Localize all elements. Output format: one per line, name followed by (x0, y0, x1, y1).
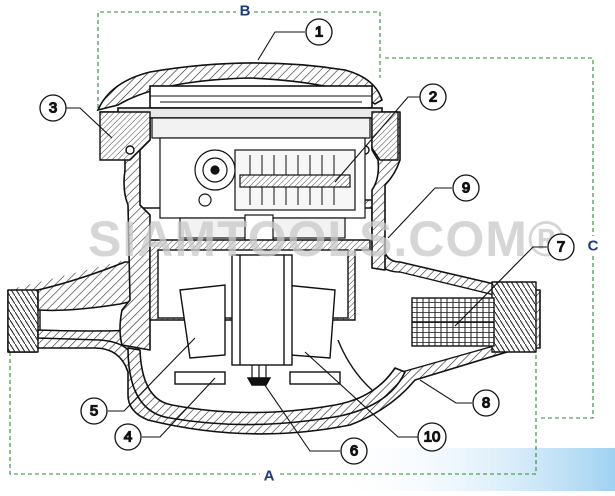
leader-9 (387, 187, 452, 239)
housing-left-wall (99, 111, 151, 351)
callout-6-number: 6 (350, 443, 358, 460)
callout-2: 2 (419, 83, 447, 111)
flow-guide (337, 339, 373, 391)
callout-4: 4 (114, 423, 142, 451)
callout-7-number: 7 (557, 239, 565, 256)
inlet-thread (7, 289, 39, 353)
dimension-c-label-bg (584, 236, 602, 256)
callout-1-number: 1 (315, 24, 323, 41)
watermark: SIAMTOOLS.COM® (88, 211, 566, 267)
callout-1: 1 (305, 18, 333, 46)
callout-8: 8 (472, 389, 500, 417)
strainer (411, 297, 495, 347)
impeller-left (179, 284, 226, 359)
register-mechanism (151, 117, 371, 379)
leader-6 (259, 377, 340, 452)
callout-5: 5 (80, 397, 108, 425)
dimension-a-label: A (264, 468, 275, 485)
leader-5 (108, 337, 196, 412)
callout-3: 3 (39, 94, 67, 122)
dimension-b-label-bg (236, 2, 254, 20)
callout-8-number: 8 (482, 395, 490, 412)
clamp-ring (99, 111, 399, 161)
turbine-chamber (149, 239, 371, 386)
dimension-c-label: C (588, 238, 599, 255)
callout-10: 10 (417, 422, 447, 452)
callout-10-number: 10 (424, 429, 441, 446)
bottom-accent-band (330, 448, 615, 491)
top-cover (96, 62, 383, 119)
leader-3 (66, 107, 113, 139)
callout-2-number: 2 (429, 89, 437, 106)
callout-9-number: 9 (462, 180, 470, 197)
dimension-a-label-bg (260, 466, 278, 484)
dimension-b-label: B (240, 3, 251, 20)
callout-4-number: 4 (124, 429, 132, 446)
leader-lines (66, 31, 547, 452)
callout-9: 9 (452, 174, 480, 202)
leader-4 (142, 377, 216, 438)
pivot-bearing (246, 377, 272, 386)
callout-6: 6 (340, 437, 368, 465)
leader-7 (454, 246, 547, 327)
callout-7: 7 (547, 233, 575, 261)
outlet-thread (491, 281, 537, 353)
callouts: 1 2 3 4 5 6 7 8 9 10 (39, 18, 575, 465)
leader-8 (419, 379, 472, 404)
callout-5-number: 5 (90, 403, 98, 420)
callout-3-number: 3 (49, 100, 57, 117)
housing-bottom (127, 347, 406, 426)
leader-1 (257, 31, 305, 61)
leader-10 (304, 351, 418, 438)
leader-2 (334, 96, 420, 183)
